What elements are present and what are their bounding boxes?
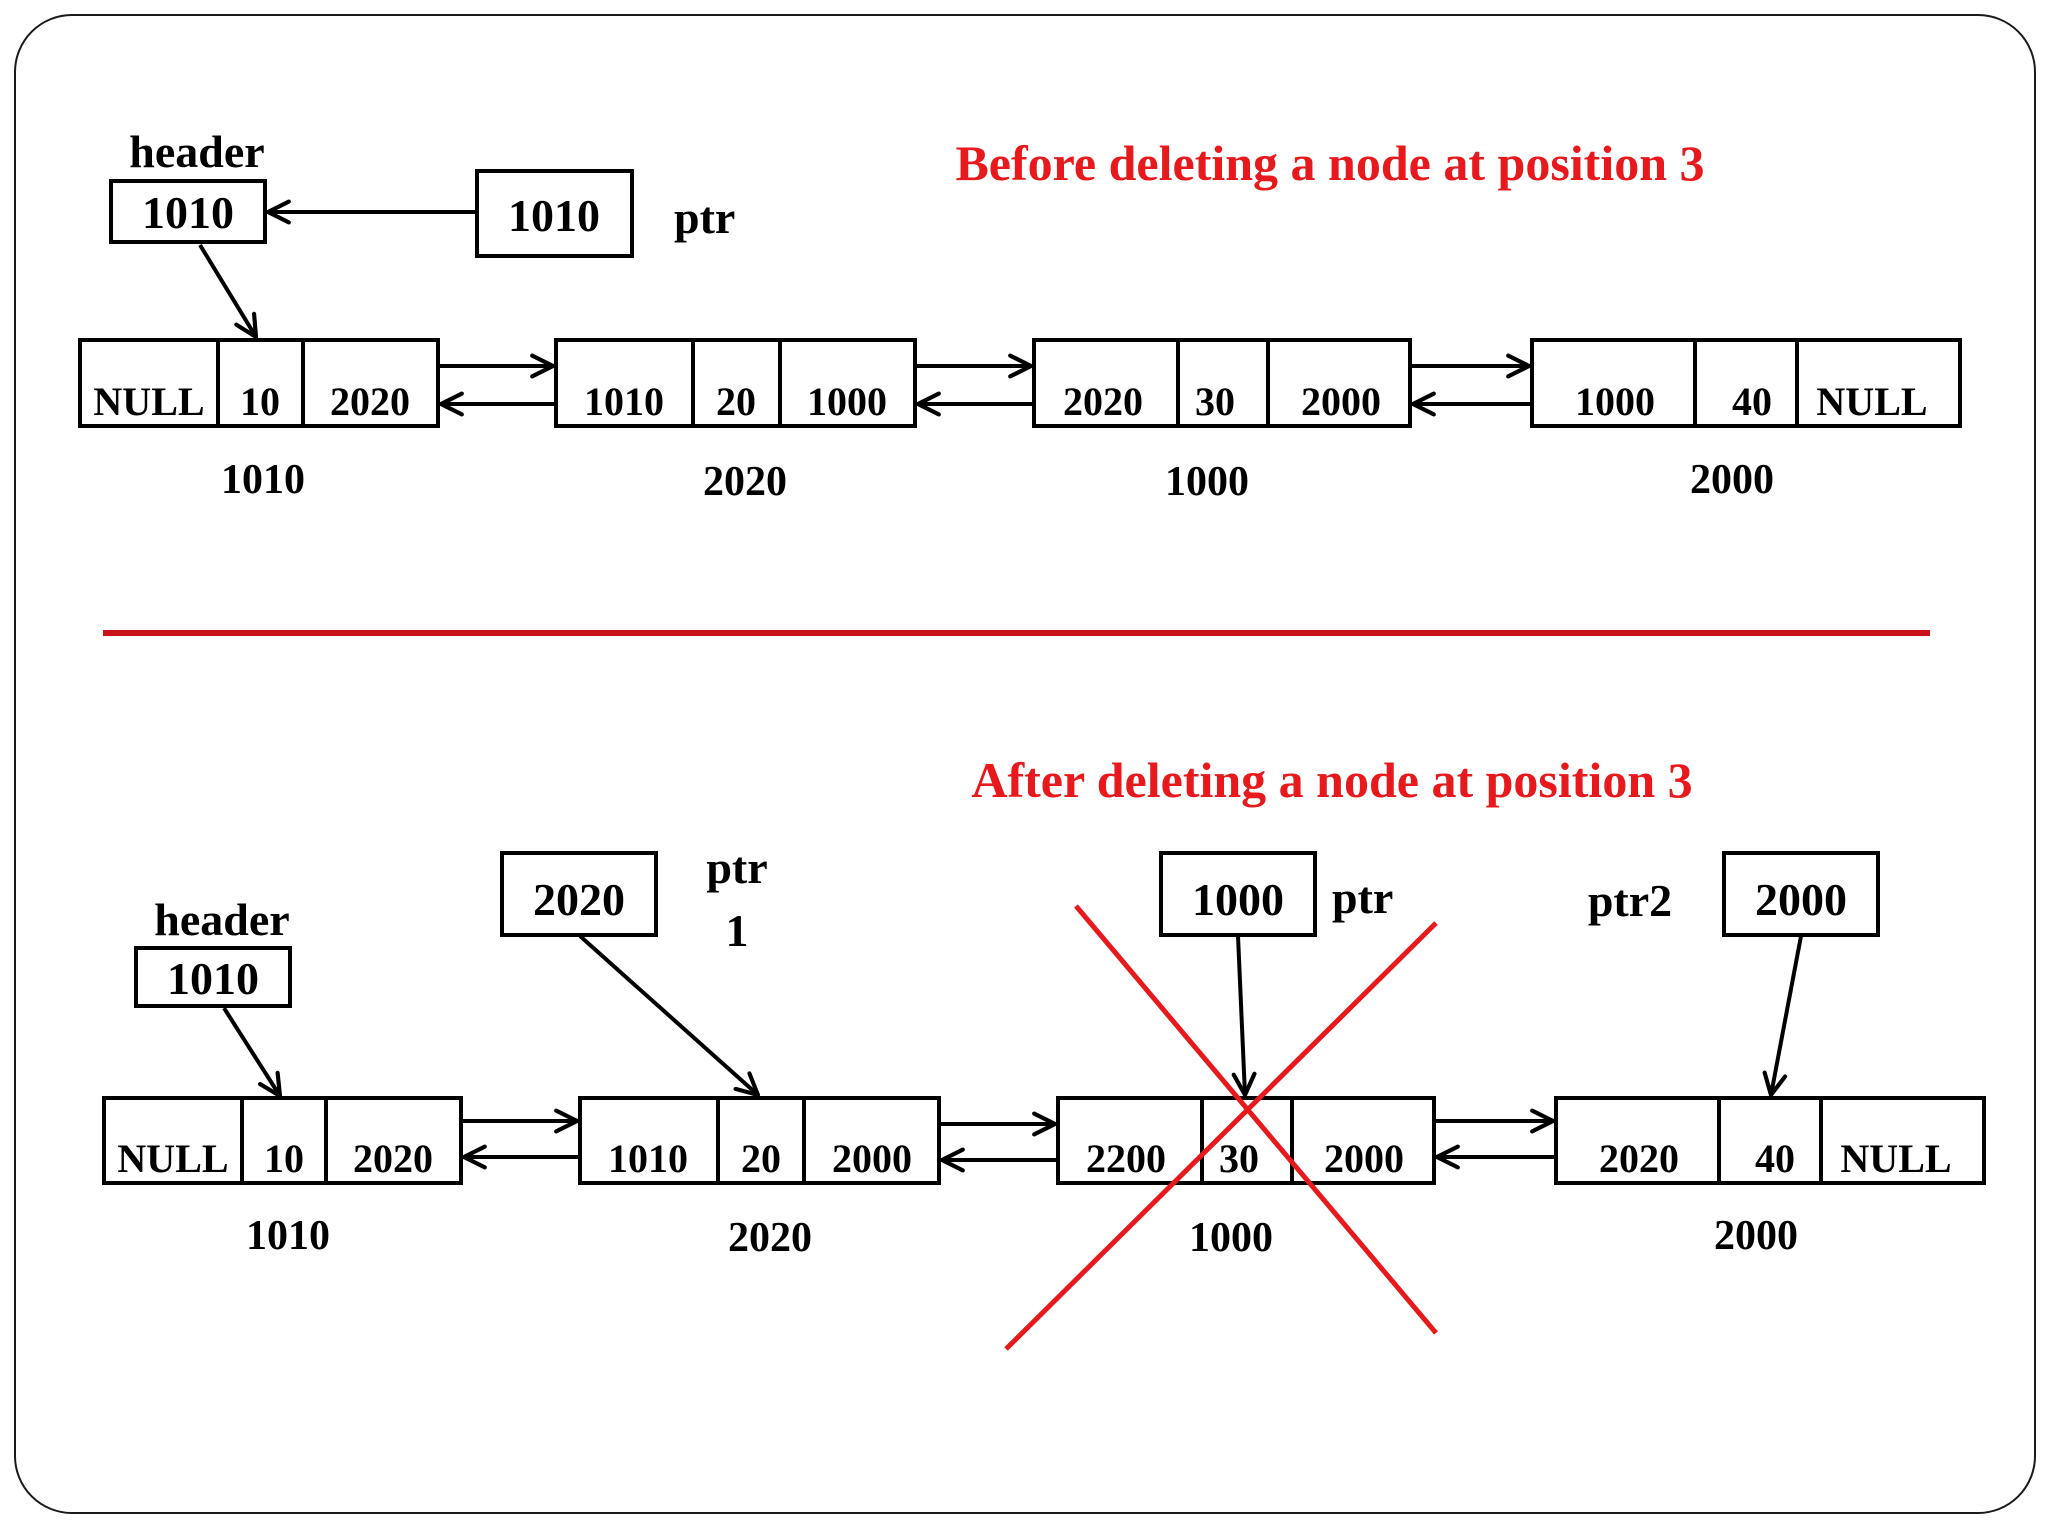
before-node-2-data: 20 (716, 379, 756, 424)
after-node-2: 1010 20 2000 2020 (578, 1096, 941, 1261)
after-node-3-next: 2000 (1324, 1136, 1404, 1181)
before-node-3-address: 1000 (1165, 459, 1249, 505)
after-ptr2-box (1722, 851, 1880, 937)
before-ptr-value: 1010 (508, 190, 600, 241)
after-header-arrow (222, 1006, 283, 1099)
before-node-2: 1010 20 1000 2020 (554, 338, 917, 505)
after-node-1-data: 10 (264, 1136, 304, 1181)
before-node-4: 1000 40 NULL 2000 (1530, 338, 1962, 503)
after-node-1-prev: NULL (117, 1136, 228, 1181)
before-ptr-label: ptr (674, 192, 735, 243)
after-ptr1-label-suffix: 1 (726, 905, 749, 956)
before-node-4-prev: 1000 (1575, 379, 1655, 424)
before-node-1-next: 2020 (330, 379, 410, 424)
slide-frame (14, 14, 2036, 1514)
after-ptr-arrow (1231, 935, 1257, 1098)
before-header-arrow (198, 243, 259, 340)
after-node-4: 2020 40 NULL 2000 (1554, 1096, 1986, 1259)
before-header-value: 1010 (142, 187, 234, 238)
after-ptr1-label: ptr (706, 842, 767, 893)
after-node-1-address: 1010 (246, 1213, 330, 1259)
after-ptr1-value: 2020 (533, 874, 625, 925)
before-node-3-prev: 2020 (1063, 379, 1143, 424)
after-node-4-address: 2000 (1714, 1213, 1798, 1259)
after-ptr2-value: 2000 (1755, 874, 1847, 925)
after-node-3-prev: 2200 (1086, 1136, 1166, 1181)
after-ptr-box (1159, 851, 1317, 937)
before-node-3-data: 30 (1195, 379, 1235, 424)
after-header-label: header (154, 894, 289, 945)
after-ptr-value: 1000 (1192, 874, 1284, 925)
before-node-1-address: 1010 (221, 457, 305, 503)
before-node-1-prev: NULL (93, 379, 204, 424)
after-node-4-next: NULL (1840, 1136, 1951, 1181)
before-header-box (109, 179, 267, 244)
before-node-2-prev: 1010 (584, 379, 664, 424)
before-header-label: header (129, 126, 264, 177)
after-node-2-data: 20 (741, 1136, 781, 1181)
before-node-1-data: 10 (240, 379, 280, 424)
after-node-4-prev: 2020 (1599, 1136, 1679, 1181)
before-ptr-box (475, 169, 634, 258)
before-node-3: 2020 30 2000 1000 (1032, 338, 1412, 505)
after-header-box (134, 946, 292, 1008)
before-node-2-address: 2020 (703, 459, 787, 505)
after-ptr-label: ptr (1332, 872, 1393, 923)
delete-cross-mark (1004, 904, 1438, 1351)
after-node-4-data: 40 (1755, 1136, 1795, 1181)
before-node-1: NULL 10 2020 1010 (78, 338, 440, 503)
after-node-2-address: 2020 (728, 1215, 812, 1261)
before-node-4-next: NULL (1816, 379, 1927, 424)
after-node-2-next: 2000 (832, 1136, 912, 1181)
before-node-2-next: 1000 (807, 379, 887, 424)
after-title: After deleting a node at position 3 (971, 752, 1692, 808)
after-ptr2-label: ptr2 (1588, 875, 1672, 926)
before-node-4-address: 2000 (1690, 457, 1774, 503)
after-ptr1-arrow (578, 934, 761, 1098)
after-node-2-prev: 1010 (608, 1136, 688, 1181)
after-node-3-address: 1000 (1189, 1215, 1273, 1261)
after-header-value: 1010 (167, 953, 259, 1004)
after-node-3-deleted: 2200 30 2000 1000 (1056, 1096, 1436, 1261)
after-ptr2-arrow (1762, 935, 1803, 1098)
before-node-4-data: 40 (1732, 379, 1772, 424)
before-title: Before deleting a node at position 3 (955, 135, 1704, 191)
after-ptr1-box (500, 851, 658, 937)
after-node-3-data: 30 (1219, 1136, 1259, 1181)
before-node-3-next: 2000 (1301, 379, 1381, 424)
after-node-1-next: 2020 (353, 1136, 433, 1181)
after-node-1: NULL 10 2020 1010 (102, 1096, 463, 1259)
